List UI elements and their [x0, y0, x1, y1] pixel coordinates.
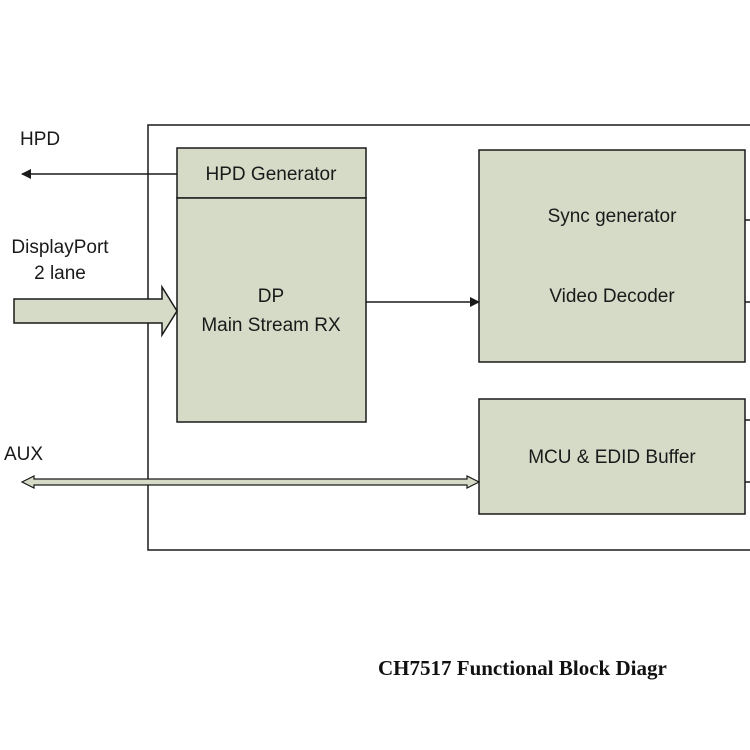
- hpd-signal-label: HPD: [20, 129, 60, 150]
- diagram-caption: CH7517 Functional Block Diagr: [378, 656, 667, 680]
- displayport-label-line1: DisplayPort: [11, 237, 109, 258]
- hpd-generator-label: HPD Generator: [206, 164, 338, 185]
- video-decoder-label: Video Decoder: [549, 286, 675, 307]
- dp-rx-block: [176, 197, 367, 423]
- aux-signal-label: AUX: [4, 444, 43, 465]
- dp-rx-label-line1: DP: [258, 286, 284, 307]
- mcu-edid-label: MCU & EDID Buffer: [528, 447, 696, 468]
- aux-bus-arrow: [20, 475, 481, 489]
- displayport-input-arrow: [13, 284, 178, 338]
- sync-generator-label: Sync generator: [548, 206, 678, 227]
- dp-rx-label-line2: Main Stream RX: [201, 315, 341, 336]
- mcu-edid-block: [478, 398, 746, 515]
- video-decoder-block: [478, 149, 746, 363]
- chip-boundary: [147, 124, 750, 551]
- displayport-label-line2: 2 lane: [34, 263, 86, 284]
